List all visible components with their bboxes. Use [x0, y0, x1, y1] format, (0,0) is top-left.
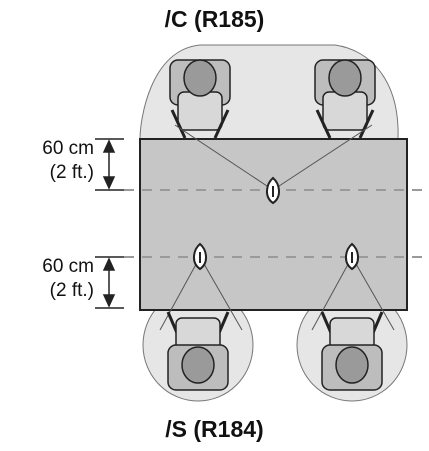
lower-dimension-marker	[95, 256, 124, 309]
bottom-right-microphone-icon	[345, 242, 359, 271]
top-left-person	[169, 59, 231, 139]
lower-dimension-imperial: (2 ft.)	[49, 280, 94, 301]
bottom-left-person	[166, 311, 230, 391]
top-right-person	[314, 59, 376, 139]
top-microphone-icon	[266, 176, 280, 205]
upper-dimension-metric: 60 cm	[42, 138, 94, 159]
bottom-configuration-label: /S (R184)	[165, 416, 264, 442]
bottom-left-microphone-icon	[193, 242, 207, 271]
table	[139, 138, 408, 311]
upper-dimension-imperial: (2 ft.)	[49, 162, 94, 183]
bottom-right-person	[320, 311, 384, 391]
lower-dimension-metric: 60 cm	[42, 256, 94, 277]
lower-dimension-label: 60 cm (2 ft.)	[4, 255, 94, 303]
upper-dimension-marker	[95, 138, 124, 191]
upper-dimension-label: 60 cm (2 ft.)	[4, 137, 94, 185]
pickup-pattern-lines	[159, 124, 395, 331]
top-configuration-label: /C (R185)	[164, 6, 265, 32]
